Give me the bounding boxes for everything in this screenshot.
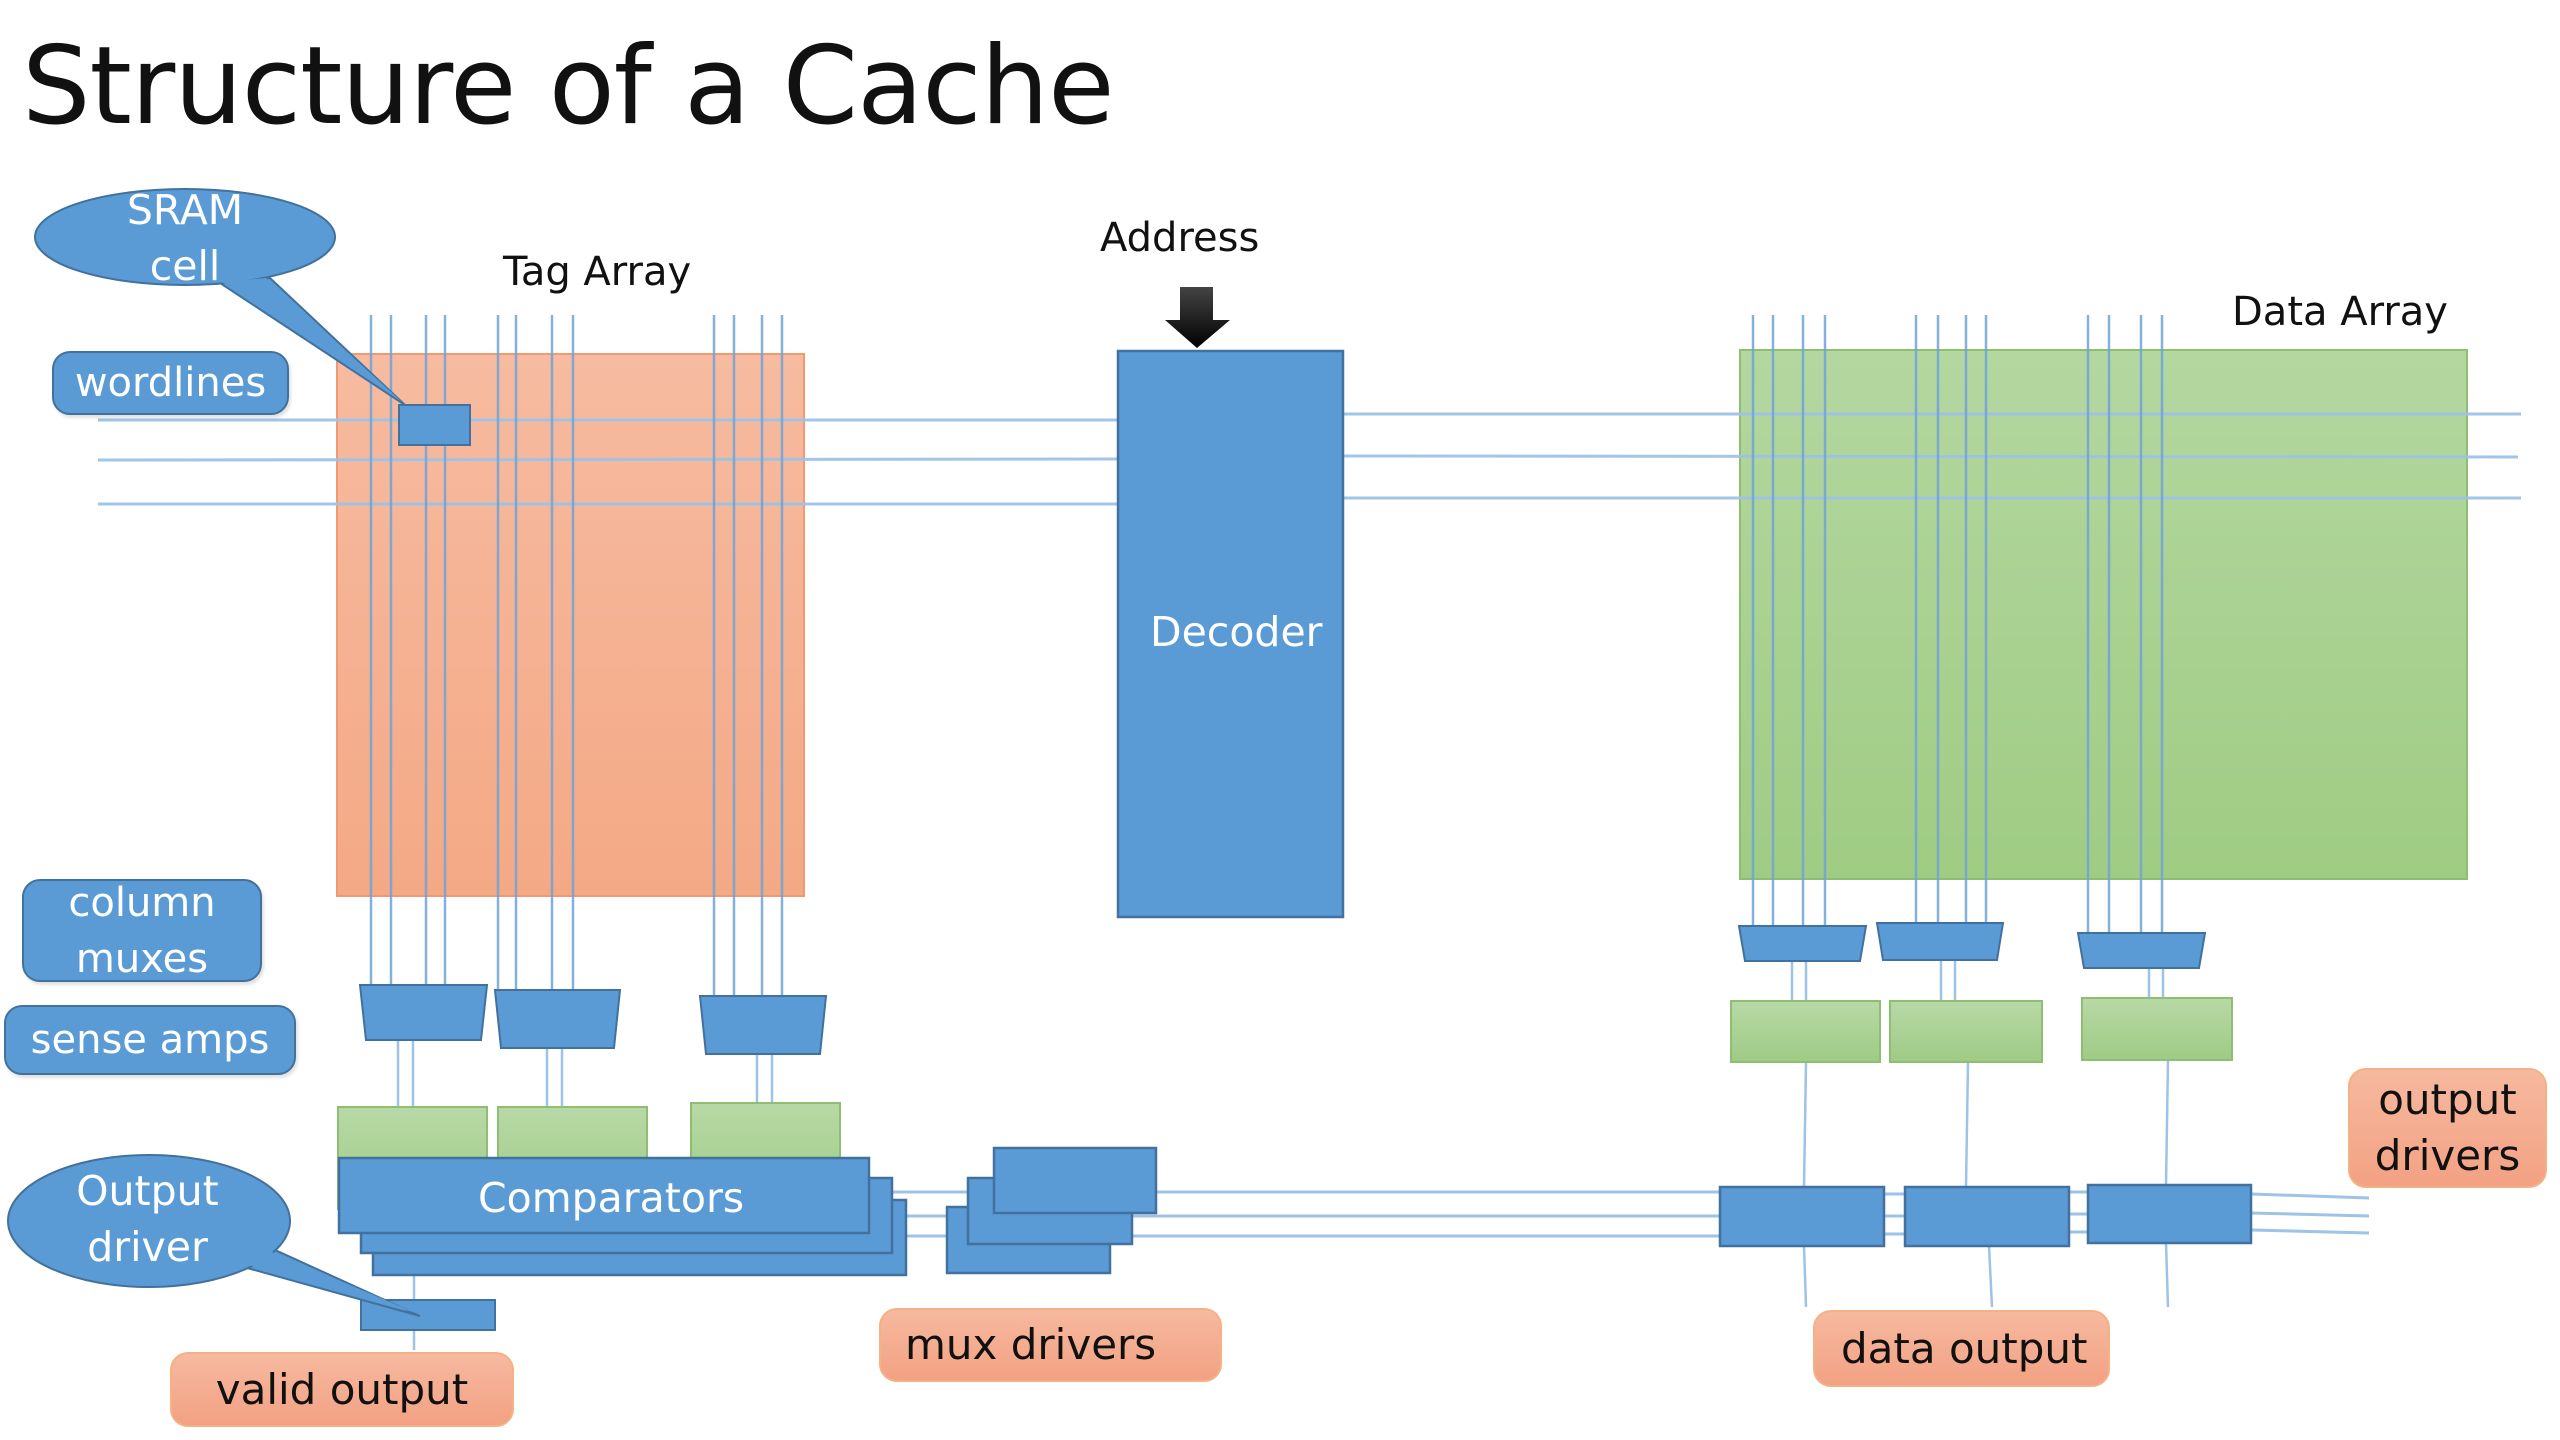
wordline [97, 457, 1119, 462]
valid-output-tag: valid output [170, 1352, 514, 1427]
sram-cell-callout [34, 188, 406, 406]
mux-drivers-tag: mux drivers [879, 1308, 1222, 1382]
callout-line: Output [76, 1167, 219, 1215]
tag-line: muxes [75, 935, 209, 982]
data-output-tag: data output [1813, 1310, 2110, 1387]
tag-line: column [68, 879, 216, 926]
comparators-label: Comparators [478, 1174, 745, 1222]
column-mux [2076, 932, 2207, 969]
tag-line: output [2378, 1075, 2517, 1124]
data-bitlines [1751, 315, 2164, 934]
column-mux [1737, 925, 1868, 962]
output-driver-block [1718, 1185, 1886, 1248]
slide-title: Structure of a Cache [22, 24, 1115, 149]
data-signal-wires [1790, 960, 2170, 1308]
comparator [337, 1156, 871, 1235]
mux-driver [992, 1146, 1158, 1215]
output-driver-block [1903, 1185, 2071, 1248]
down-arrow-icon [1165, 287, 1230, 348]
output-driver-callout [7, 1154, 421, 1317]
callout-line: driver [87, 1223, 208, 1271]
data-array [1739, 349, 2468, 880]
output-driver-callout-text: Output driver [60, 1163, 235, 1275]
data-column-muxes [1737, 922, 2207, 969]
column-mux [493, 989, 622, 1049]
sense-amps-tag: sense amps [4, 1005, 296, 1075]
sram-cell [398, 404, 471, 446]
decoder-label: Decoder [1150, 608, 1323, 656]
decoder [1116, 349, 1345, 919]
tag-column-muxes [358, 984, 828, 1055]
data-array-label: Data Array [2232, 289, 2448, 335]
sense-amp [1730, 1000, 1881, 1063]
wordlines [97, 412, 2521, 506]
sense-amp [1889, 1000, 2043, 1063]
data-output-drivers [1718, 1183, 2253, 1248]
column-mux [698, 995, 828, 1055]
comparators-stack [337, 1156, 908, 1277]
tag-line: drivers [2374, 1131, 2521, 1180]
sram-cell-callout-text: SRAM cell [110, 182, 260, 294]
callout-line: cell [149, 242, 221, 290]
sense-amp [2081, 997, 2233, 1061]
output-drivers-tag: output drivers [2348, 1068, 2547, 1188]
callout-line: SRAM [126, 186, 244, 234]
address-label: Address [1100, 215, 1260, 261]
wordlines-tag: wordlines [52, 351, 289, 415]
data-sense-amps [1730, 997, 2233, 1063]
output-driver-block [2086, 1183, 2253, 1245]
column-mux [1875, 922, 2005, 961]
wordline [1342, 454, 2519, 459]
column-mux [358, 984, 489, 1041]
tag-array-label: Tag Array [503, 249, 692, 295]
mux-drivers-stack [945, 1146, 1158, 1275]
column-muxes-tag: column muxes [22, 879, 262, 982]
